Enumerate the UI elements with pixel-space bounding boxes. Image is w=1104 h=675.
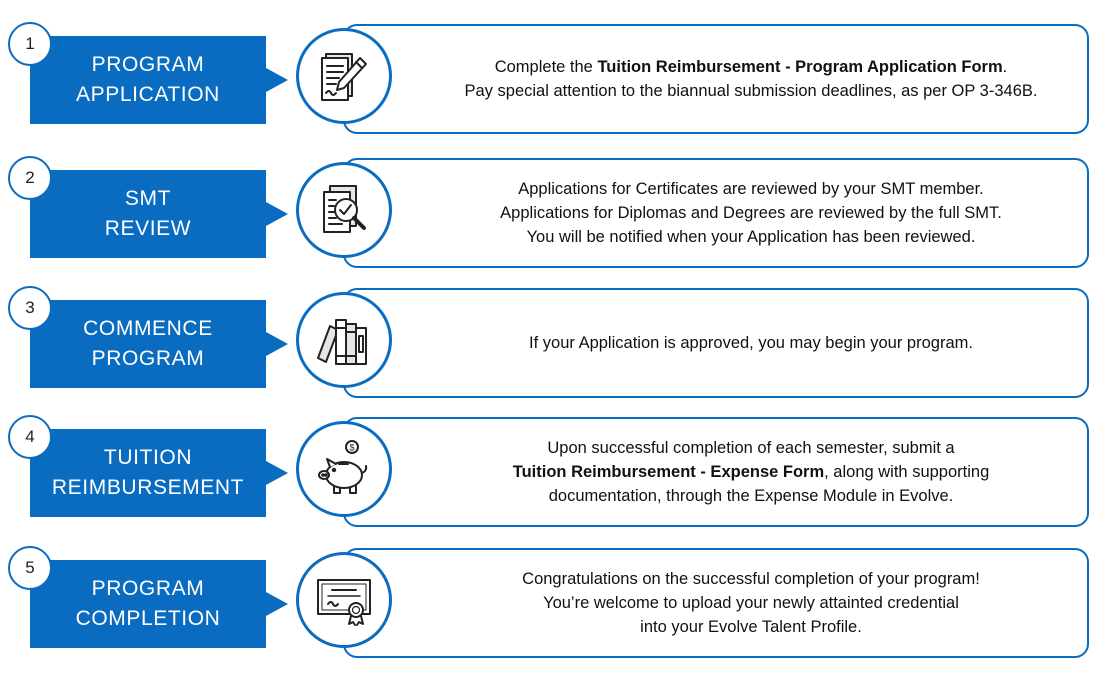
step-number: 5 xyxy=(8,546,52,590)
step-text-line: You will be notified when your Applicati… xyxy=(526,228,976,246)
step-number: 4 xyxy=(8,415,52,459)
step-panel: If your Application is approved, you may… xyxy=(343,288,1089,398)
step-1: 1 PROGRAM APPLICATION Complete the Tuitio… xyxy=(0,22,1104,144)
step-label-line2: REIMBURSEMENT xyxy=(51,476,245,499)
step-label: TUITION REIMBURSEMENT xyxy=(30,429,266,517)
step-arrow xyxy=(266,202,288,226)
step-text-line: documentation, through the Expense Modul… xyxy=(548,487,954,505)
step-text-line: Congratulations on the successful comple… xyxy=(522,570,980,588)
step-label-line1: PROGRAM xyxy=(91,577,205,600)
step-arrow xyxy=(266,332,288,356)
svg-text:$: $ xyxy=(349,443,354,453)
step-number: 2 xyxy=(8,156,52,200)
step-label-line1: SMT xyxy=(124,187,172,210)
step-label-line2: PROGRAM xyxy=(91,347,205,370)
books-icon xyxy=(296,292,392,388)
step-panel: Congratulations on the successful comple… xyxy=(343,548,1089,658)
step-text-line: You’re welcome to upload your newly atta… xyxy=(543,594,959,612)
step-text-line: Applications for Certificates are review… xyxy=(518,180,984,198)
step-text-line: Pay special attention to the biannual su… xyxy=(464,82,1038,100)
step-3: 3 COMMENCE PROGRAM If your Application is… xyxy=(0,286,1104,408)
step-text-line: Upon successful completion of each semes… xyxy=(547,439,955,457)
step-number: 3 xyxy=(8,286,52,330)
step-text-line: If your Application is approved, you may… xyxy=(529,334,973,352)
certificate-icon xyxy=(296,552,392,648)
step-text-line: Tuition Reimbursement - Expense Form, al… xyxy=(512,463,990,481)
form-pen-icon xyxy=(296,28,392,124)
step-label: COMMENCE PROGRAM xyxy=(30,300,266,388)
step-text-line: Applications for Diplomas and Degrees ar… xyxy=(500,204,1002,222)
step-label: PROGRAM COMPLETION xyxy=(30,560,266,648)
step-number: 1 xyxy=(8,22,52,66)
step-arrow xyxy=(266,592,288,616)
step-arrow xyxy=(266,68,288,92)
step-2: 2 SMT REVIEW Applications for Certificate… xyxy=(0,156,1104,278)
step-label-line1: COMMENCE xyxy=(83,317,213,340)
document-review-icon xyxy=(296,162,392,258)
piggy-bank-icon: $ xyxy=(296,421,392,517)
step-arrow xyxy=(266,461,288,485)
step-label-line1: TUITION xyxy=(103,446,193,469)
step-label-line2: APPLICATION xyxy=(76,83,220,106)
step-label-line2: COMPLETION xyxy=(75,607,221,630)
step-panel: Applications for Certificates are review… xyxy=(343,158,1089,268)
step-text-line: Complete the Tuition Reimbursement - Pro… xyxy=(494,58,1008,76)
step-panel: Complete the Tuition Reimbursement - Pro… xyxy=(343,24,1089,134)
step-5: 5 PROGRAM COMPLETION Congratulations on t… xyxy=(0,546,1104,668)
step-label: SMT REVIEW xyxy=(30,170,266,258)
step-text-line: into your Evolve Talent Profile. xyxy=(640,618,862,636)
step-panel: Upon successful completion of each semes… xyxy=(343,417,1089,527)
step-label-line2: REVIEW xyxy=(104,217,192,240)
step-label: PROGRAM APPLICATION xyxy=(30,36,266,124)
step-label-line1: PROGRAM xyxy=(91,53,205,76)
step-4: 4 TUITION REIMBURSEMENT Upon successful c… xyxy=(0,415,1104,537)
